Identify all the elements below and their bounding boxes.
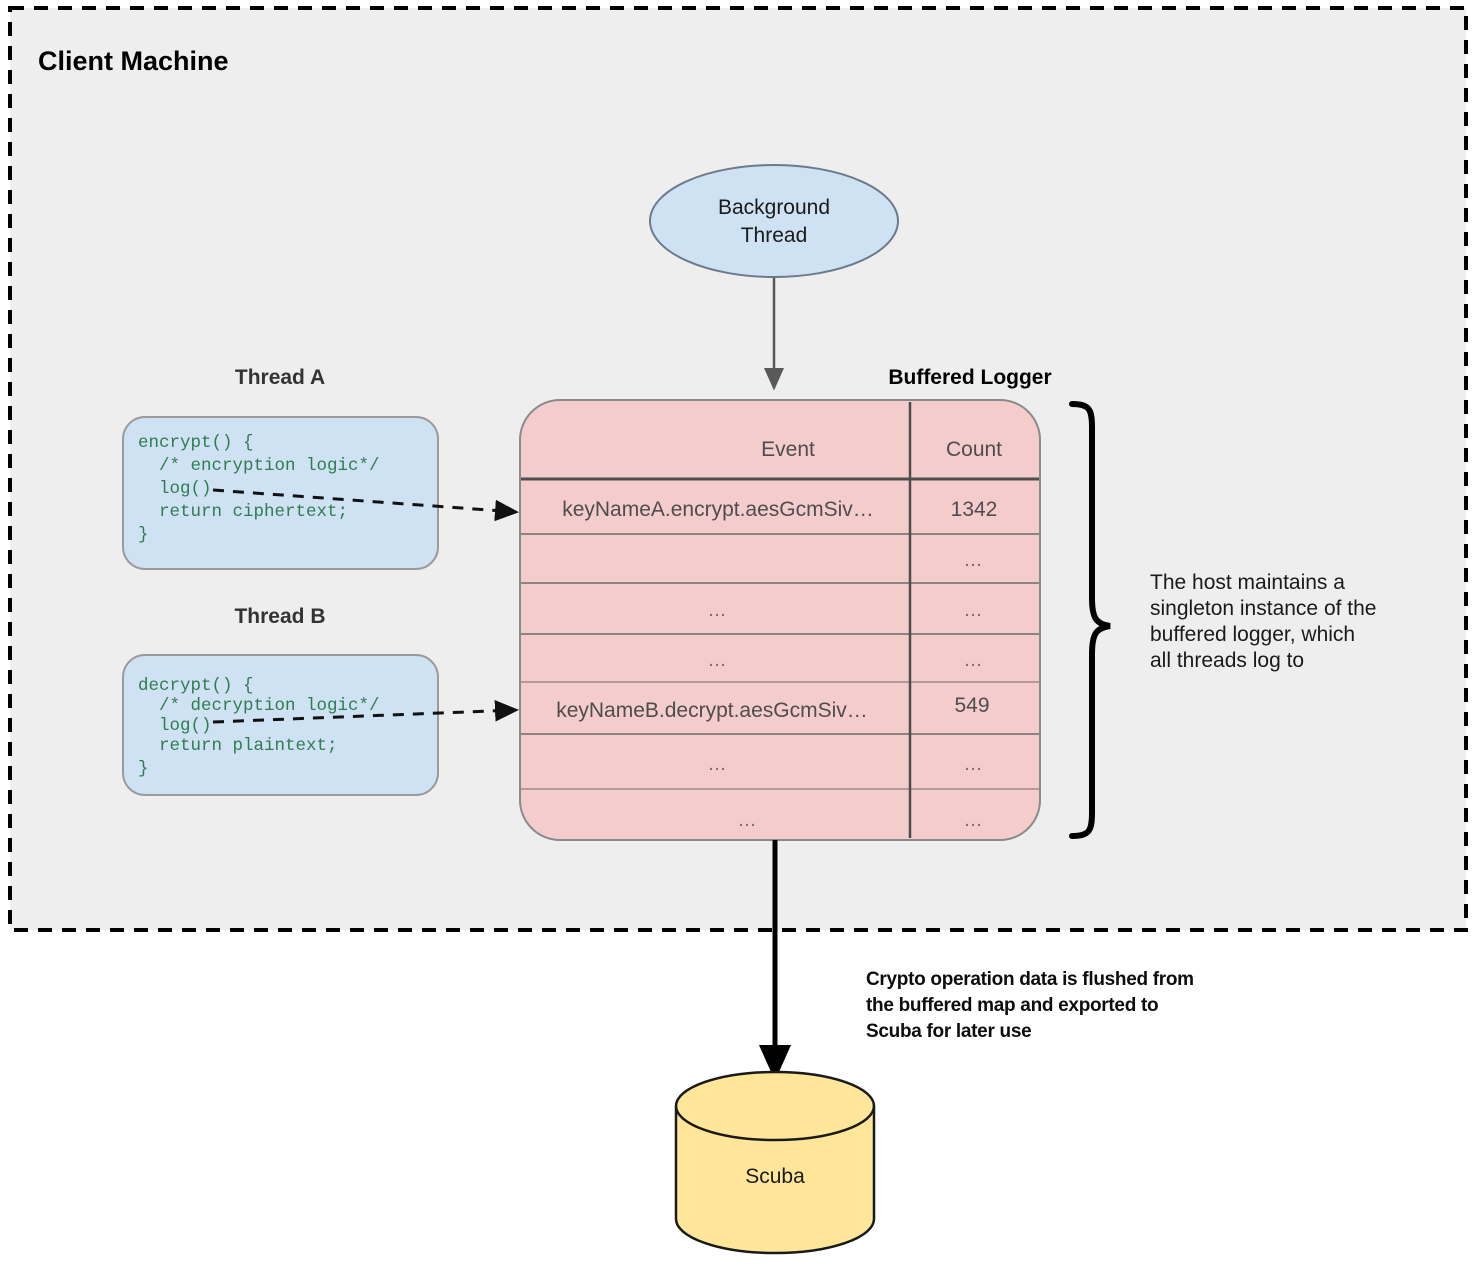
thread-b-code-line-0: decrypt() { [138,676,254,696]
buffered-logger-group: Buffered Logger Event Count keyNameA.enc… [519,366,1052,841]
thread-b-title: Thread B [234,605,325,628]
brace-annotation-line-3: all threads log to [1150,649,1304,672]
brace-annotation-line-0: The host maintains a [1150,571,1345,594]
buffered-logger-title: Buffered Logger [888,366,1051,389]
table-cell-event: … [738,810,759,831]
thread-a-code-line-1: /* encryption logic*/ [138,456,380,476]
table-cell-count: 549 [954,694,989,717]
thread-a-code-line-0: encrypt() { [138,433,254,453]
table-header-event: Event [761,438,815,461]
background-thread-ellipse [649,164,899,278]
flush-annotation-line-2: Scuba for later use [866,1021,1031,1042]
scuba-cylinder-body [674,1070,876,1255]
background-thread-node[interactable]: Background Thread [649,164,899,278]
table-header-count: Count [946,438,1002,461]
thread-a-code-line-4: } [138,525,149,545]
table-row[interactable]: … … [708,754,985,775]
flush-annotation-line-0: Crypto operation data is flushed from [866,969,1194,990]
table-cell-event: keyNameA.encrypt.aesGcmSiv… [562,498,874,521]
table-cell-event: … [708,600,729,621]
table-cell-count: … [964,754,985,775]
thread-b-code-line-4: } [138,759,149,779]
thread-a-group: Thread A encrypt() { /* encryption logic… [122,366,439,570]
scuba-datastore[interactable]: Scuba [674,1070,876,1255]
thread-b-group: Thread B decrypt() { /* decryption logic… [122,605,439,796]
table-row[interactable]: … [964,550,985,571]
curly-brace-group [1069,401,1111,839]
table-cell-count: … [964,600,985,621]
thread-b-code-box[interactable] [122,654,439,796]
table-cell-event: … [708,650,729,671]
scuba-label: Scuba [745,1165,805,1188]
table-cell-event: … [708,754,729,775]
background-thread-label-line1: Background [718,196,830,219]
thread-b-code-line-1: /* decryption logic*/ [138,696,380,716]
thread-b-code-line-3: return plaintext; [138,736,338,756]
thread-a-code-line-3: return ciphertext; [138,502,348,522]
table-row[interactable]: … … [738,810,985,831]
thread-a-title: Thread A [235,366,325,389]
brace-icon [1069,401,1111,839]
connector-thread-a-to-logger [212,488,519,522]
flush-annotation: Crypto operation data is flushed from th… [866,969,1194,1042]
connector-thread-b-to-logger [212,700,519,724]
table-cell-count: … [964,650,985,671]
table-row[interactable]: keyNameB.decrypt.aesGcmSiv… 549 [556,694,989,722]
thread-b-code-line-2: log() [138,716,212,736]
thread-a-code-box[interactable] [122,416,439,570]
table-row[interactable]: … … [708,650,985,671]
brace-annotation-line-1: singleton instance of the [1150,597,1377,620]
table-cell-count: … [964,550,985,571]
table-row[interactable]: … … [708,600,985,621]
table-cell-count: 1342 [951,498,998,521]
table-cell-event: keyNameB.decrypt.aesGcmSiv… [556,699,868,722]
scuba-cylinder-top-ellipse [674,1105,876,1142]
brace-annotation: The host maintains a singleton instance … [1150,571,1377,672]
thread-a-code-line-2: log() [138,479,212,499]
flush-annotation-line-1: the buffered map and exported to [866,995,1158,1016]
client-machine-title: Client Machine [38,46,229,76]
buffered-logger-table[interactable] [519,399,1041,841]
table-cell-count: … [964,810,985,831]
background-thread-label-line2: Thread [741,224,808,247]
table-row[interactable]: keyNameA.encrypt.aesGcmSiv… 1342 [562,498,997,521]
brace-annotation-line-2: buffered logger, which [1150,623,1355,646]
